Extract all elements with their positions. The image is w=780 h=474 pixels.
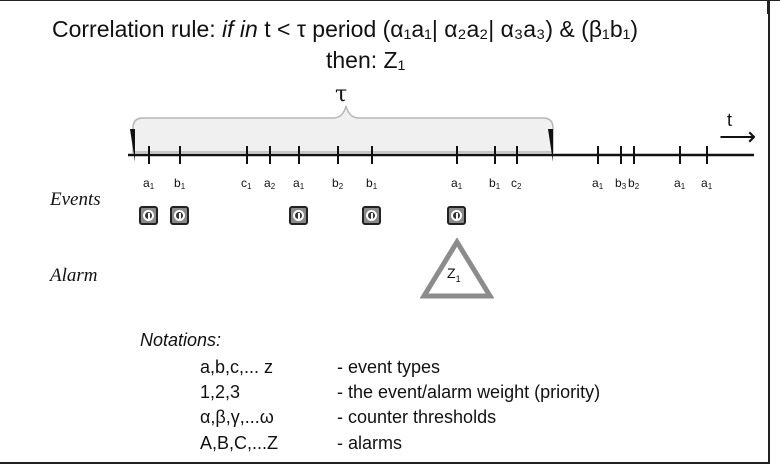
event-weight: 3 [621, 182, 627, 191]
window-start-marker [130, 129, 135, 162]
alarm-name: Z1 [447, 265, 461, 284]
event-weight: 1 [598, 182, 604, 191]
notation-symbol: a,b,c,... z [200, 357, 274, 377]
event-label: c2 [511, 176, 521, 191]
tau-brace [132, 105, 554, 153]
event-type: b [628, 176, 635, 190]
notation-symbol: α,β,γ,...ω [200, 407, 274, 427]
event-label: a1 [293, 176, 304, 191]
event-ticks [148, 146, 708, 164]
event-label: a1 [674, 176, 685, 191]
event-weight: 2 [270, 182, 276, 191]
event-label: a1 [451, 176, 462, 191]
info-icon-bar [179, 213, 181, 219]
notations-title: Notations: [140, 330, 222, 350]
event-label: b2 [332, 176, 343, 191]
info-icon [139, 206, 158, 225]
event-label: b3 [615, 176, 626, 191]
warning-triangle-icon [420, 238, 494, 299]
event-label: a1 [592, 176, 603, 191]
title-condition: t < τ period (α₁a₁| α₂a₂| α₃a₃) & (β₁b₁) [257, 16, 639, 42]
event-weight: 1 [495, 182, 501, 191]
event-type: b [332, 176, 339, 190]
event-type: a [143, 176, 150, 190]
event-label: a1 [701, 176, 712, 191]
title-if-in: if in [222, 16, 258, 42]
event-weight: 1 [247, 182, 252, 191]
info-icon [362, 206, 381, 225]
event-type: a [701, 176, 708, 190]
notation-description: - event types [337, 357, 441, 377]
tau-label: τ [335, 82, 348, 107]
notation-description: - alarms [337, 433, 403, 453]
event-label: a1 [143, 176, 154, 191]
event-weight: 2 [338, 182, 344, 191]
notation-symbol: 1,2,3 [200, 382, 241, 402]
alarm-letter: Z [447, 265, 456, 281]
notation-symbol: A,B,C,...Z [200, 433, 279, 453]
info-icon-bar [456, 213, 458, 219]
event-type: a [451, 176, 458, 190]
alarm-row-label: Alarm [50, 265, 98, 286]
event-weight: 1 [299, 182, 305, 191]
info-icon [170, 206, 189, 225]
info-icon-bar [148, 213, 150, 219]
title-then: then: Z₁ [326, 47, 406, 73]
event-weight: 1 [680, 182, 686, 191]
event-type: b [174, 176, 181, 190]
info-icon-bar [371, 213, 373, 219]
frame-corner-tick [767, 0, 768, 14]
info-icon [289, 206, 308, 225]
event-type: a [674, 176, 681, 190]
event-weight: 1 [180, 182, 186, 191]
correlation-rule-title: Correlation rule: if in t < τ period (α₁… [52, 16, 638, 43]
event-weight: 1 [372, 182, 378, 191]
event-weight: 2 [634, 182, 640, 191]
events-row-label: Events [50, 189, 101, 210]
event-type: a [592, 176, 599, 190]
info-icon [447, 206, 466, 225]
event-type: c [241, 176, 247, 190]
time-label: t [727, 110, 733, 130]
time-arrow-icon: ⟶ [719, 121, 757, 151]
frame-top-line [0, 0, 780, 1]
event-label: b1 [489, 176, 500, 191]
event-weight: 1 [457, 182, 463, 191]
event-weight: 2 [517, 182, 522, 191]
notation-description: - the event/alarm weight (priority) [337, 382, 601, 402]
event-label: b1 [366, 176, 377, 191]
event-type: a [293, 176, 300, 190]
event-weight: 1 [707, 182, 713, 191]
event-type: b [366, 176, 373, 190]
event-label: a2 [264, 176, 275, 191]
event-weight: 1 [149, 182, 155, 191]
event-type: c [511, 176, 517, 190]
event-label: c1 [241, 176, 251, 191]
event-type: a [264, 176, 271, 190]
event-label: b2 [628, 176, 639, 191]
event-type: b [489, 176, 496, 190]
info-icon-bar [298, 213, 300, 219]
event-type: b [615, 176, 622, 190]
alarm-subscript: 1 [455, 273, 461, 284]
figure-frame [0, 0, 770, 464]
title-prefix: Correlation rule: [52, 16, 223, 42]
event-label: b1 [174, 176, 185, 191]
notation-description: - counter thresholds [337, 407, 497, 427]
